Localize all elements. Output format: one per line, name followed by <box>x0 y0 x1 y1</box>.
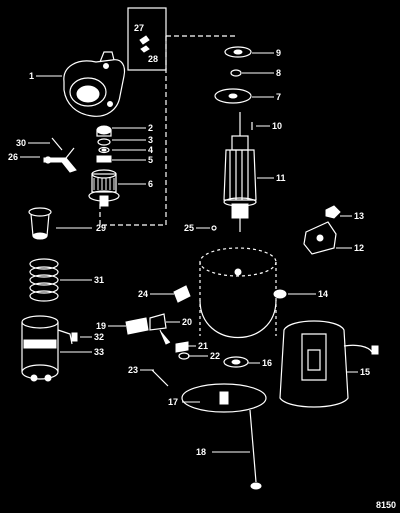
part-drive-pinion <box>88 169 120 207</box>
part-brush-holders <box>125 313 190 360</box>
part-brush <box>173 285 191 303</box>
callout-27: 27 <box>134 23 144 33</box>
callout-17: 17 <box>168 397 178 407</box>
part-end-frame <box>279 320 379 408</box>
part-shift-lever <box>43 137 77 173</box>
callout-5: 5 <box>148 155 153 165</box>
callout-4: 4 <box>148 145 153 155</box>
callout-11: 11 <box>276 173 286 183</box>
callout-9: 9 <box>276 48 281 58</box>
assembly-guide-lines <box>99 35 238 226</box>
callout-12: 12 <box>354 243 364 253</box>
part-through-bolt <box>249 409 262 490</box>
callout-labels: 1 2 3 4 5 6 7 8 9 10 11 12 13 14 15 16 1… <box>8 23 370 457</box>
callout-30: 30 <box>16 138 26 148</box>
part-drive-housing <box>63 51 126 117</box>
part-washer-stack <box>96 125 112 163</box>
callout-16: 16 <box>262 358 272 368</box>
leader-lines <box>20 52 358 453</box>
callout-13: 13 <box>354 211 364 221</box>
part-end-washers <box>214 46 252 104</box>
callout-32: 32 <box>94 332 104 342</box>
callout-2: 2 <box>148 123 153 133</box>
callout-31: 31 <box>94 275 104 285</box>
callout-3: 3 <box>148 135 153 145</box>
callout-1: 1 <box>29 71 34 81</box>
callout-18: 18 <box>196 447 206 457</box>
part-armature <box>223 112 257 232</box>
callout-6: 6 <box>148 179 153 189</box>
callout-21: 21 <box>198 341 208 351</box>
inset-box-27-28 <box>127 7 167 71</box>
callout-10: 10 <box>272 121 282 131</box>
callout-15: 15 <box>360 367 370 377</box>
part-ball <box>211 225 217 231</box>
part-field-frame <box>199 247 277 339</box>
callout-20: 20 <box>182 317 192 327</box>
callout-23: 23 <box>128 365 138 375</box>
part-bracket <box>303 205 341 255</box>
callout-33: 33 <box>94 347 104 357</box>
callout-29: 29 <box>96 223 106 233</box>
callout-26: 26 <box>8 152 18 162</box>
part-washer-16 <box>223 356 249 368</box>
part-terminal-screw <box>71 332 78 342</box>
callout-25: 25 <box>184 223 194 233</box>
callout-28: 28 <box>148 54 158 64</box>
part-end-plate <box>181 383 267 413</box>
part-solenoid <box>21 315 73 382</box>
drawing-code: 8150 <box>376 500 396 510</box>
part-field-nut <box>273 289 287 299</box>
callout-22: 22 <box>210 351 220 361</box>
callout-7: 7 <box>276 92 281 102</box>
callout-19: 19 <box>96 321 106 331</box>
part-spring <box>29 258 59 302</box>
callout-14: 14 <box>318 289 328 299</box>
part-long-screw <box>151 369 169 387</box>
part-bushing <box>28 207 52 240</box>
callout-8: 8 <box>276 68 281 78</box>
callout-24: 24 <box>138 289 148 299</box>
